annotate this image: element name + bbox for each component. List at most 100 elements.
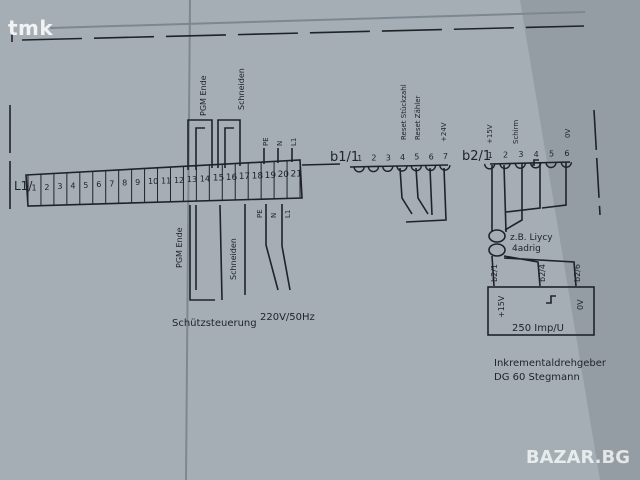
b2-sig-15v: +15V xyxy=(486,124,494,144)
top-label-pe: PE xyxy=(262,137,270,146)
schirm-wire xyxy=(504,164,523,231)
pin-arc xyxy=(367,166,380,173)
bridge-schneiden-top xyxy=(217,119,241,168)
pin-number: 6 xyxy=(429,152,434,161)
zero-v-wire xyxy=(541,162,567,209)
bottom-label-l1: L1 xyxy=(284,210,292,218)
pe-n-l1-stubs xyxy=(263,148,293,164)
encoder-plus-15v: +15V xyxy=(497,295,506,318)
bottom-label-pe: PE xyxy=(256,209,264,218)
b2-sig-0v: 0V xyxy=(564,129,572,138)
cable-shield-ellipse xyxy=(488,229,506,243)
paper-fold xyxy=(185,0,191,480)
top-label-n: N xyxy=(276,141,284,146)
pin-arc xyxy=(410,165,422,172)
terminal-number: 8 xyxy=(122,179,127,188)
terminal-number: 4 xyxy=(70,182,75,191)
pin-number: 2 xyxy=(503,151,508,160)
encoder-rate: 250 Imp/U xyxy=(512,323,564,334)
cable-to-encoder xyxy=(491,255,577,287)
rail-label: L1/ xyxy=(14,179,33,193)
pin-number: 5 xyxy=(549,150,554,159)
terminal-number: 2 xyxy=(44,183,49,192)
encoder-caption-2: DG 60 Stegmann xyxy=(494,372,580,383)
enc-pin-b2-6: b2/6 xyxy=(573,264,582,282)
pin-arc xyxy=(529,162,542,169)
wire-n-supply xyxy=(265,204,279,291)
b1-sig-reset-zaehler: Reset Zähler xyxy=(414,95,422,140)
pin-arc xyxy=(514,163,527,169)
terminal-number: 7 xyxy=(109,179,114,188)
wire-schneiden-bottom xyxy=(219,204,223,301)
paper-edge-shadow xyxy=(520,0,640,480)
bridge-pgm-top xyxy=(187,119,213,170)
cable-cores-label: 4adrig xyxy=(512,244,541,254)
switch-reset-stueckzahl xyxy=(399,167,413,215)
encoder-zero-v: 0V xyxy=(576,299,585,310)
enc-pin-b2-1: b2/1 xyxy=(490,264,499,282)
bottom-label-schneiden: Schneiden xyxy=(229,238,238,280)
pin-number: 5 xyxy=(414,153,419,162)
top-label-l1: L1 xyxy=(290,138,298,146)
terminal-number: 21 xyxy=(291,169,302,179)
pin-number: 3 xyxy=(386,153,391,162)
pin-arc xyxy=(560,162,573,168)
terminal-dividers xyxy=(27,160,301,206)
pin-number: 2 xyxy=(371,154,376,163)
terminal-number: 6 xyxy=(96,180,101,189)
pin-arc xyxy=(439,165,451,171)
b1-label: b1/1 xyxy=(330,150,359,165)
b2-pin-arcs xyxy=(483,162,573,170)
terminal-number: 12 xyxy=(174,176,184,185)
pin-number: 1 xyxy=(357,154,362,163)
cable-type-label: z.B. Liycy xyxy=(510,233,553,243)
terminal-number: 10 xyxy=(148,177,158,186)
b1-sig-24v: +24V xyxy=(440,122,448,142)
terminal-number: 3 xyxy=(57,182,62,191)
frame-right xyxy=(593,109,601,216)
enc-pin-b2-4: b2/4 xyxy=(538,264,547,282)
schuetzsteuerung-label: Schützsteuerung xyxy=(172,318,257,329)
terminal-number: 5 xyxy=(83,181,88,190)
terminal-number: 18 xyxy=(252,172,264,182)
pin-arc xyxy=(382,166,394,172)
b2-label: b2/1 xyxy=(462,149,491,164)
terminal-number: 15 xyxy=(213,174,224,184)
encoder-wires xyxy=(491,164,507,233)
pin-number: 1 xyxy=(488,151,493,160)
supply-label: 220V/50Hz xyxy=(260,312,315,323)
top-label-pgm-ende: PGM Ende xyxy=(199,75,208,116)
b2-sig-schirm: Schirm xyxy=(512,120,520,144)
terminal-number: 17 xyxy=(239,172,250,182)
pulse-symbol-header xyxy=(532,159,539,166)
watermark-bazar: BAZAR.BG xyxy=(525,447,630,468)
bottom-label-n: N xyxy=(270,213,278,218)
pin-arc xyxy=(353,166,365,173)
terminal-number: 13 xyxy=(187,175,197,184)
terminal-strip xyxy=(25,159,303,207)
terminal-number: 20 xyxy=(278,170,290,180)
pin-arc xyxy=(424,165,437,172)
paper-fold-top xyxy=(49,11,586,29)
terminal-number: 1 xyxy=(31,184,36,193)
terminal-number: 11 xyxy=(161,177,171,186)
pulse-symbol xyxy=(546,295,556,304)
terminal-number: 14 xyxy=(200,174,210,183)
encoder-box xyxy=(487,286,595,336)
terminal-number: 16 xyxy=(226,173,238,183)
b1-pin-arcs xyxy=(353,165,451,173)
terminal-number: 9 xyxy=(135,178,140,187)
pin-number: 4 xyxy=(534,150,539,159)
pin-arc xyxy=(499,163,511,170)
pin-number: 6 xyxy=(564,149,569,158)
pin-arc xyxy=(483,163,496,170)
switch-reset-zaehler xyxy=(405,167,447,223)
pin-arc xyxy=(545,162,557,169)
pin-number: 3 xyxy=(518,150,523,159)
encoder-caption-1: Inkrementaldrehgeber xyxy=(494,358,607,369)
pin-arc xyxy=(396,165,408,172)
